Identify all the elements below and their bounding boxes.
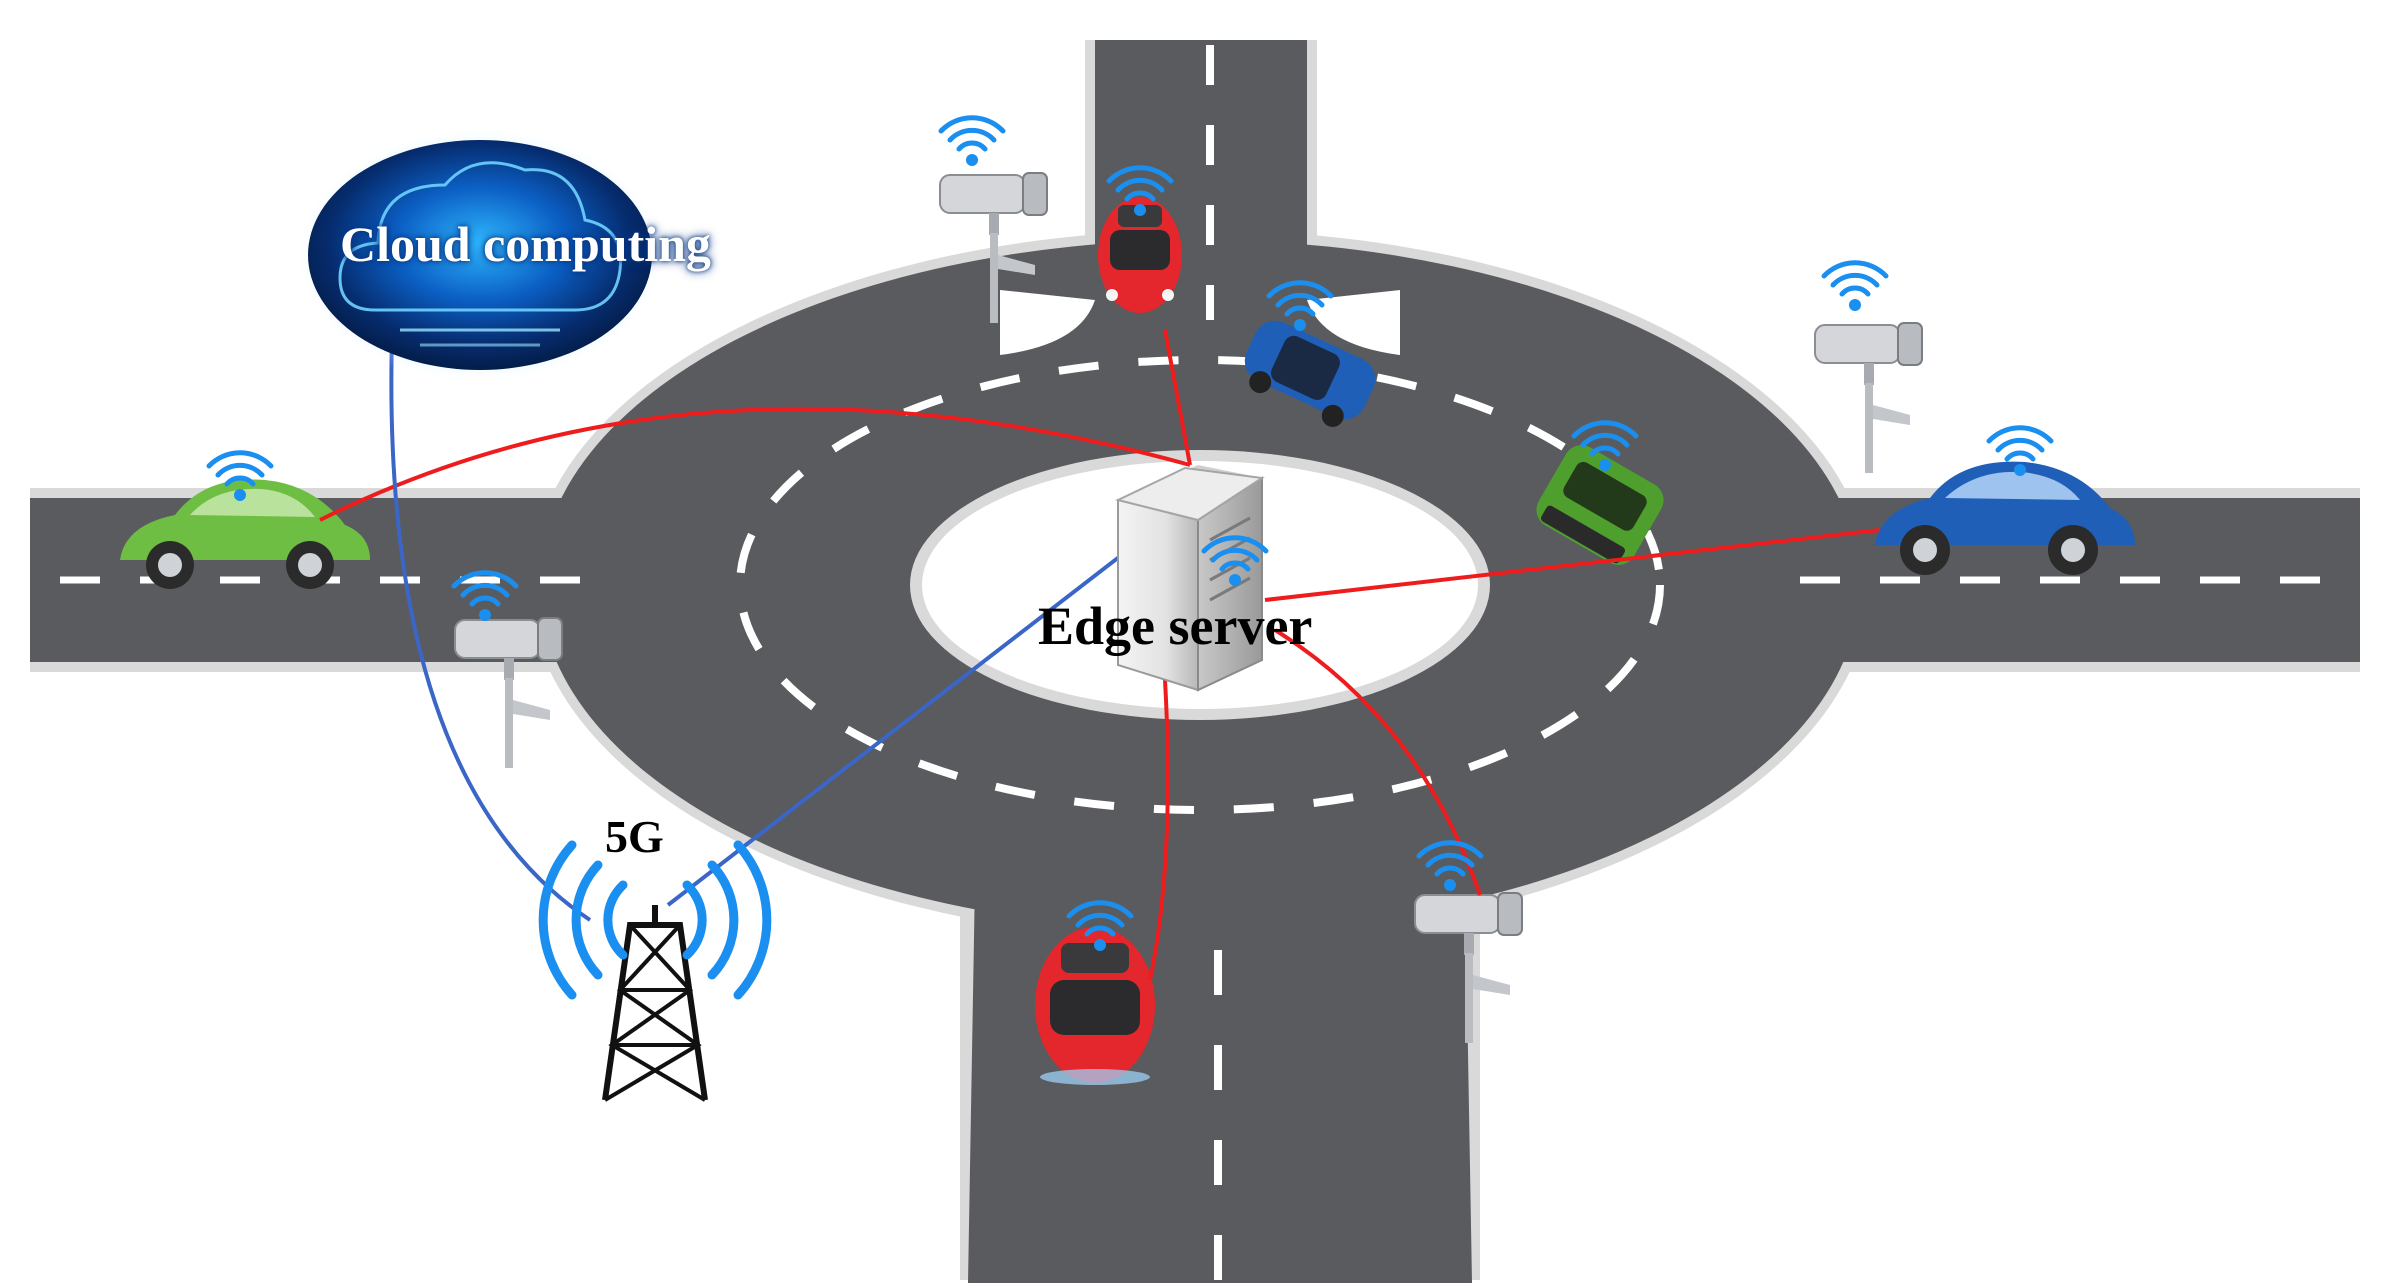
cloud-icon: [295, 127, 665, 383]
edge-server-label: Edge server: [1038, 596, 1313, 656]
vehicle-links: [319, 329, 1881, 981]
car-icon: [1035, 927, 1155, 1085]
tower-5g-label: 5G: [605, 811, 664, 862]
car-icon: [1536, 445, 1664, 565]
server-icon: [1115, 465, 1265, 692]
camera-icon: [454, 617, 563, 769]
car-icon: [1098, 197, 1182, 313]
wifi-icon: [1824, 263, 1886, 311]
cell-tower-icon: [538, 840, 772, 1102]
car-icon: [1875, 461, 2135, 575]
wifi-icon: [941, 118, 1003, 166]
cloud-computing-label: Cloud computing: [340, 216, 711, 272]
car-icon: [1244, 320, 1376, 427]
car-icon: [120, 479, 370, 589]
camera-icon: [1814, 322, 1923, 474]
backhaul-links: [389, 334, 1182, 922]
